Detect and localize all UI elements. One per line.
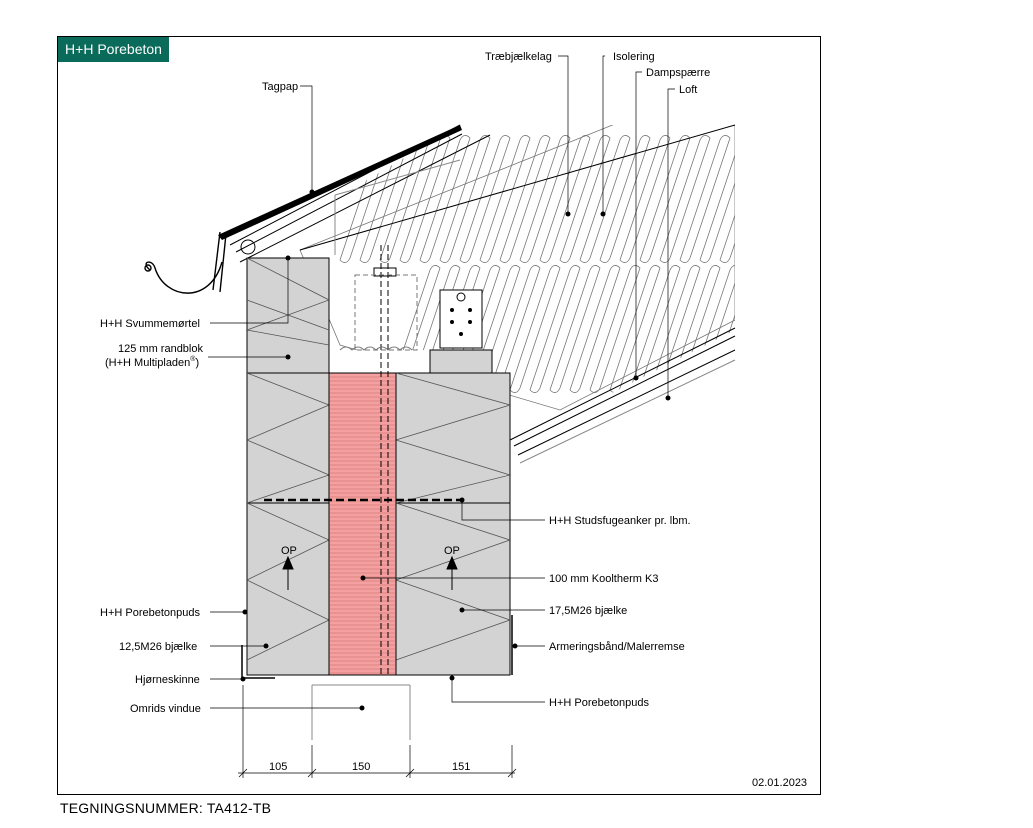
label-studsfugeanker: H+H Studsfugeanker pr. lbm. bbox=[549, 515, 691, 527]
label-loft: Loft bbox=[679, 84, 697, 96]
label-armeringsbaand: Armeringsbånd/Malerremse bbox=[549, 641, 685, 653]
op-label-left: OP bbox=[281, 545, 297, 557]
dimension-105: 105 bbox=[269, 761, 287, 773]
label-traebjaelkelag: Træbjælkelag bbox=[485, 51, 552, 63]
op-arrows bbox=[282, 555, 458, 590]
drawing-frame bbox=[57, 36, 821, 795]
drawing-date: 02.01.2023 bbox=[752, 777, 808, 789]
brand-badge: H+H Porebeton bbox=[58, 37, 169, 62]
anchor-bolt bbox=[373, 245, 397, 675]
drawing-number: TEGNINGSNUMMER: TA412-TB bbox=[60, 800, 272, 816]
block-hatching bbox=[245, 257, 512, 661]
label-omrids-vindue: Omrids vindue bbox=[130, 703, 201, 715]
wall-top-insulation bbox=[339, 346, 413, 351]
label-porebetonpuds-right: H+H Porebetonpuds bbox=[549, 697, 649, 709]
kooltherm-insulation bbox=[328, 372, 397, 676]
label-bjaelke-125: 12,5M26 bjælke bbox=[119, 641, 197, 653]
label-multipladen: (H+H Multipladen®) bbox=[105, 355, 199, 369]
joist-bracket bbox=[439, 289, 483, 349]
label-svummemortel: H+H Svummemørtel bbox=[100, 318, 200, 330]
dimension-151: 151 bbox=[452, 761, 470, 773]
op-label-right: OP bbox=[444, 545, 460, 557]
dimension-150: 150 bbox=[352, 761, 370, 773]
dimension-line bbox=[238, 685, 517, 778]
eave-roll bbox=[240, 239, 256, 255]
gutter bbox=[144, 231, 227, 294]
leader-lines bbox=[208, 55, 675, 709]
label-bjaelke-175: 17,5M26 bjælke bbox=[549, 605, 627, 617]
label-randblok: 125 mm randblok bbox=[118, 343, 203, 355]
roofing-felt bbox=[218, 125, 462, 240]
label-hjorneskinne: Hjørneskinne bbox=[135, 674, 200, 686]
label-kooltherm: 100 mm Kooltherm K3 bbox=[549, 573, 658, 585]
label-isolering: Isolering bbox=[613, 51, 655, 63]
label-dampspaerre: Dampspærre bbox=[646, 67, 710, 79]
leader-dots bbox=[240, 189, 671, 711]
beam-outline bbox=[354, 274, 418, 351]
window-outline bbox=[311, 684, 411, 740]
label-porebetonpuds-left: H+H Porebetonpuds bbox=[100, 607, 200, 619]
label-tagpap: Tagpap bbox=[262, 81, 298, 93]
wall-plate bbox=[429, 349, 493, 374]
